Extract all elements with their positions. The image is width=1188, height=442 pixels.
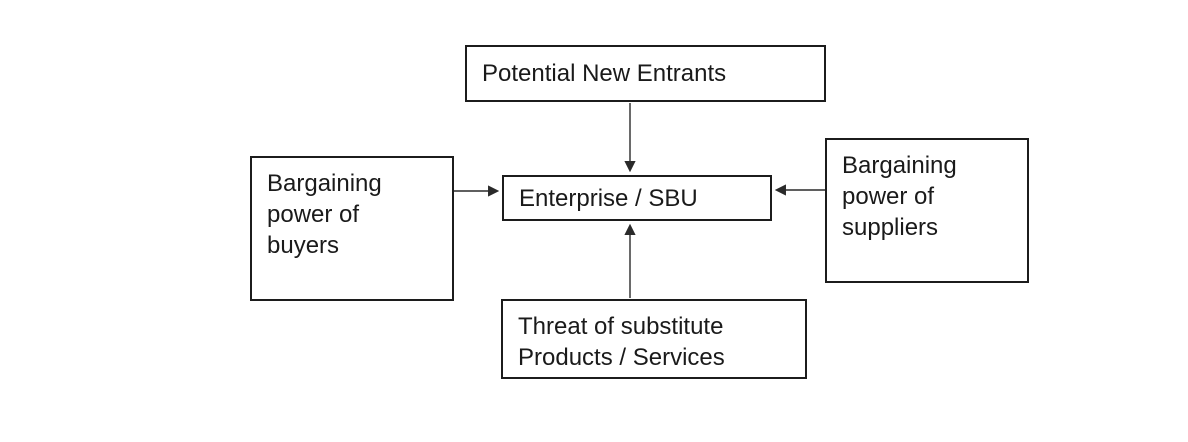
node-bargaining-power-of-suppliers: Bargaining power of suppliers <box>825 138 1029 283</box>
node-potential-new-entrants: Potential New Entrants <box>465 45 826 102</box>
node-label: Bargaining power of buyers <box>267 170 382 259</box>
node-label: Enterprise / SBU <box>519 184 698 212</box>
node-threat-of-substitutes: Threat of substitute Products / Services <box>501 299 807 379</box>
node-bargaining-power-of-buyers: Bargaining power of buyers <box>250 156 454 301</box>
node-label: Potential New Entrants <box>482 60 727 87</box>
node-enterprise-sbu: Enterprise / SBU <box>502 175 772 221</box>
node-label: Bargaining power of suppliers <box>842 152 957 241</box>
node-label: Threat of substitute Products / Services <box>518 313 725 371</box>
